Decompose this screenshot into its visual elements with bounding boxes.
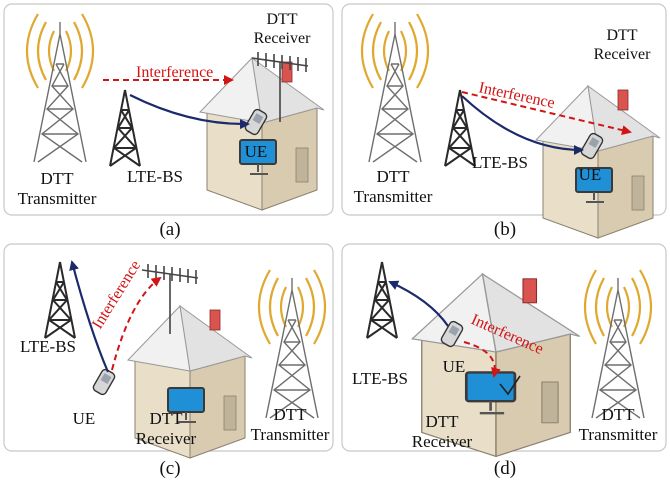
lte-bs-label: LTE-BS (472, 153, 528, 172)
ue-label: UE (245, 142, 268, 161)
lte-signal-arrow (388, 280, 449, 327)
lte-bs-label: LTE-BS (20, 337, 76, 356)
ue-label: UE (443, 357, 466, 376)
dtt-transmitter-label-line2: Transmitter (579, 425, 658, 444)
dtt-transmitter-label-line1: DTT (273, 405, 307, 424)
interference-arrow (461, 91, 632, 136)
dtt-receiver-label-line2: Receiver (254, 30, 312, 47)
panel-d: Interference LTE-BS UE DTT Receiver DTT … (341, 243, 667, 458)
caption-c: (c) (159, 458, 180, 479)
dtt-transmitter-label-line1: DTT (601, 405, 635, 424)
lte-signal-arrow (69, 260, 110, 373)
dtt-receiver-label-line2: Receiver (136, 429, 197, 448)
lte-signal-arrow (461, 95, 584, 155)
caption-b: (b) (494, 219, 516, 240)
interference-arrow (463, 341, 501, 378)
dtt-transmitter-label-line1: DTT (376, 167, 410, 186)
lte-bs-label: LTE-BS (127, 167, 183, 186)
dtt-receiver-label-line2: Receiver (412, 432, 473, 451)
dtt-receiver-label-line1: DTT (149, 409, 183, 428)
lte-bs-label: LTE-BS (352, 369, 408, 388)
dtt-transmitter-label-line2: Transmitter (18, 189, 97, 208)
caption-a: (a) (159, 219, 180, 240)
ue-label: UE (579, 165, 602, 184)
ue-label: UE (73, 409, 96, 428)
dtt-transmitter-label-line1: DTT (40, 169, 74, 188)
interference-label: Interference (136, 64, 213, 81)
panel-b: Interference DTT Receiver DTT Transmitte… (341, 3, 667, 239)
dtt-receiver-label-line1: DTT (266, 11, 297, 28)
check-mark (499, 375, 521, 396)
caption-d: (d) (494, 458, 516, 479)
dtt-transmitter-label-line2: Transmitter (354, 187, 433, 206)
lte-signal-arrow (129, 94, 250, 130)
dtt-receiver-label-line1: DTT (425, 412, 459, 431)
dtt-receiver-label-line1: DTT (606, 27, 637, 44)
dtt-transmitter-label-line2: Transmitter (251, 425, 330, 444)
dtt-receiver-label-line2: Receiver (594, 46, 652, 63)
panel-a: Interference DTT Receiver DTT Transmitte… (3, 3, 334, 216)
panel-c: Interference LTE-BS UE DTT Receiver DTT … (3, 243, 334, 459)
interference-arrow (111, 276, 162, 371)
